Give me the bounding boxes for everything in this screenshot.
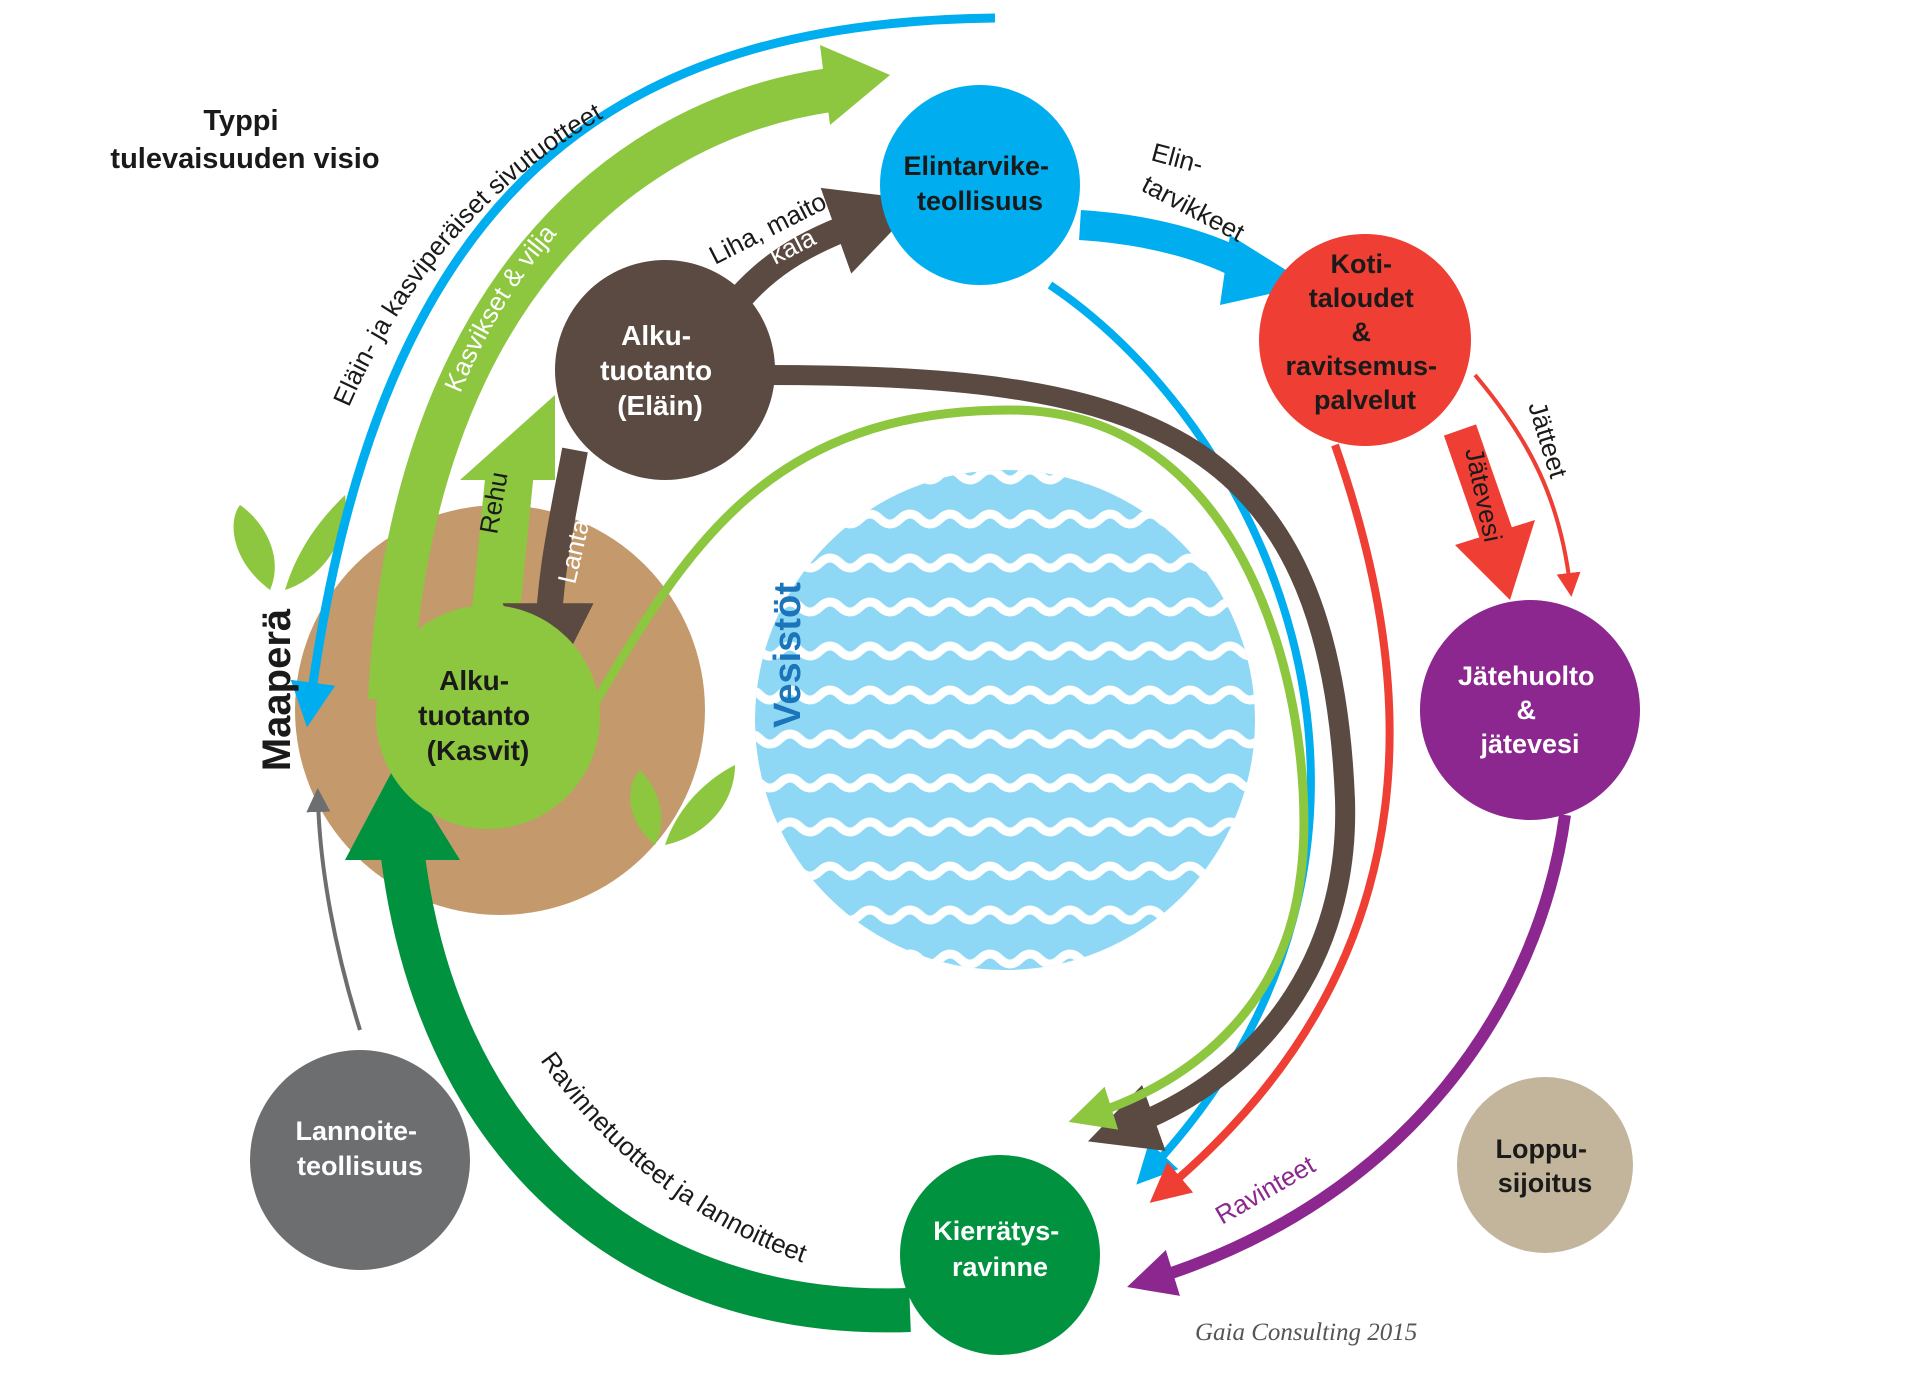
- kierratysravinne-node[interactable]: [900, 1155, 1100, 1355]
- ravinnetuotteet-arrowhead: [345, 760, 460, 860]
- lannoiteteollisuus-label: Lannoite- teollisuus: [295, 1116, 424, 1181]
- jatteet-arrow: [1473, 373, 1581, 597]
- ravinteet-arrow: [1127, 814, 1571, 1296]
- alkutuotanto-kasvit-label: Alku- tuotanto (Kasvit): [418, 665, 538, 766]
- credit-label: Gaia Consulting 2015: [1195, 1319, 1417, 1346]
- elintarviketeollisuus-label: Elintarvike- teollisuus: [903, 151, 1056, 216]
- lannoiteteollisuus-node[interactable]: [250, 1050, 470, 1270]
- jatehuolto-node[interactable]: [1420, 600, 1640, 820]
- loppusijoitus-node[interactable]: [1457, 1077, 1633, 1253]
- maapera-label: Maaperä: [255, 608, 299, 771]
- ravinnetuotteet-label: Ravinnetuotteet ja lannoitteet: [535, 1046, 811, 1268]
- jatehuolto-label: Jätehuolto & jätevesi: [1458, 661, 1602, 759]
- vesistot-circle: [755, 470, 1255, 970]
- kasvikset-vilja-arrow: [368, 68, 834, 702]
- page-title: Typpi tulevaisuuden visio: [110, 105, 379, 175]
- water-waves: [755, 470, 1255, 969]
- jatevesi-arrowhead: [1455, 520, 1535, 600]
- kotitaloudet-node[interactable]: [1259, 234, 1471, 446]
- water-wave-line: [755, 773, 1255, 793]
- loppusijoitus-label: Loppu- sijoitus: [1496, 1134, 1595, 1198]
- elintarvike-kierratys-arrow: [1047, 281, 1315, 1185]
- kasvit-kierratys-arrow: [581, 405, 1309, 1130]
- water-wave-line: [755, 817, 1255, 837]
- water-wave-line: [755, 905, 1255, 925]
- sivutuotteet-arrow: [290, 13, 996, 728]
- elain-kierratys-arrow: [759, 365, 1356, 1151]
- water-wave-line: [755, 949, 1255, 969]
- rehu-arrowhead: [460, 395, 555, 480]
- kasvikset-vilja-arrowhead: [820, 45, 890, 125]
- lannoite-arrow: [306, 788, 362, 1031]
- rehu-arrow: [471, 467, 534, 623]
- jatevesi-arrow: [1443, 424, 1517, 551]
- elintarviketeollisuus-node[interactable]: [880, 85, 1080, 285]
- alkutuotanto-elain-node[interactable]: [555, 260, 775, 480]
- water-wave-line: [755, 685, 1255, 705]
- water-wave-line: [755, 597, 1255, 617]
- ravinteet-label: Ravinteet: [1210, 1149, 1321, 1230]
- leaf-icon: [233, 495, 735, 845]
- kierratysravinne-label: Kierrätys- ravinne: [933, 1216, 1067, 1282]
- kotitaloudet-label: Koti- taloudet & ravitsemus- palvelut: [1285, 249, 1444, 415]
- vesistot-label: Vesistöt: [767, 582, 809, 728]
- water-wave-line: [755, 729, 1255, 749]
- jatteet-label: Jätteet: [1522, 398, 1574, 482]
- ravinnetuotteet-arrow: [378, 827, 911, 1333]
- alkutuotanto-elain-label: Alku- tuotanto (Eläin): [600, 320, 720, 421]
- water-wave-line: [755, 641, 1255, 661]
- koti-kierratys-arrow: [1149, 443, 1394, 1203]
- liha-maito-arrow: [719, 187, 922, 319]
- alkutuotanto-kasvit-node[interactable]: [376, 605, 600, 829]
